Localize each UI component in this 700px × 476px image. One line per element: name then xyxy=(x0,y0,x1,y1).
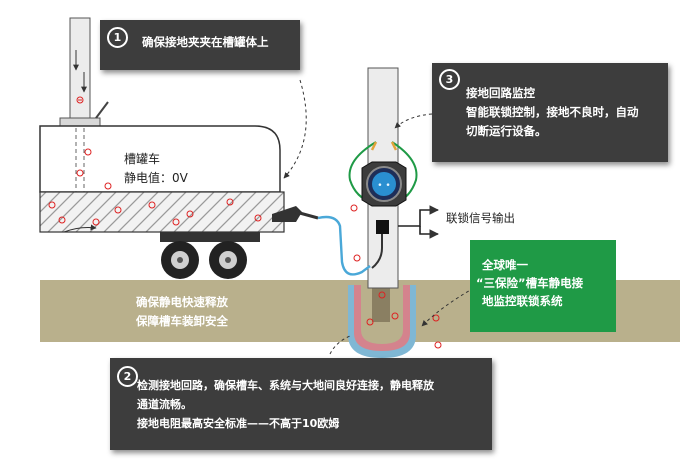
tanker-body xyxy=(39,125,285,279)
tanker-name: 槽罐车 xyxy=(124,152,161,166)
callout-2-line-3: 接地电阻最高安全标准——不高于10欧姆 xyxy=(137,417,340,430)
ground-cable xyxy=(317,215,371,276)
callout-3-line-3: 切断运行设备。 xyxy=(466,124,547,138)
callout-3: 3 接地回路监控 智能联锁控制，接地不良时，自动 切断运行设备。 xyxy=(432,63,668,162)
static-value: 静电值：0V xyxy=(124,171,188,185)
highlight-line-1: 全球唯一 xyxy=(482,258,528,272)
callout-3-line-2: 智能联锁控制，接地不良时，自动 xyxy=(466,105,639,119)
callout-number-3: 3 xyxy=(439,69,460,90)
callout-1: 1 确保接地夹夹在槽罐体上 xyxy=(100,20,300,70)
highlight-line-2: “三保险”槽车静电接 xyxy=(476,276,584,290)
grounding-pit xyxy=(348,284,416,358)
grounding-clamp xyxy=(272,206,319,222)
svg-text:• •: • • xyxy=(377,181,390,191)
leader-lines xyxy=(283,79,475,355)
callout-number-1: 1 xyxy=(107,27,128,48)
callout-number-2: 2 xyxy=(117,366,138,387)
monitor-device: • • xyxy=(361,161,407,234)
callout-2-line-1: 检测接地回路，确保槽车、系统与大地间良好连接，静电释放 xyxy=(137,379,434,392)
signal-output-arrow xyxy=(398,205,439,239)
highlight-line-3: 地监控联锁系统 xyxy=(482,294,563,308)
callout-2-line-2: 通道流畅。 xyxy=(137,398,192,411)
ground-text-2: 保障槽车装卸安全 xyxy=(136,314,228,328)
ground-text-1: 确保静电快速释放 xyxy=(136,295,228,309)
signal-output-label: 联锁信号输出 xyxy=(446,211,515,225)
highlight-box: 全球唯一 “三保险”槽车静电接 地监控联锁系统 xyxy=(470,240,616,332)
callout-3-line-1: 接地回路监控 xyxy=(466,86,535,100)
callout-1-text: 确保接地夹夹在槽罐体上 xyxy=(142,35,269,49)
callout-2: 2 检测接地回路，确保槽车、系统与大地间良好连接，静电释放 通道流畅。 接地电阻… xyxy=(110,358,492,450)
